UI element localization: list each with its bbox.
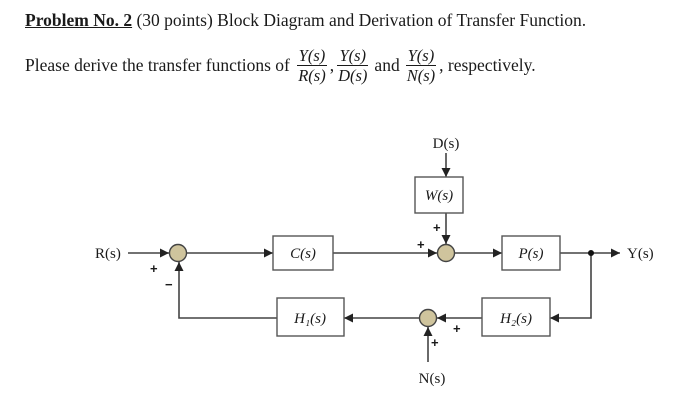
sign-sum2-disturbance: +	[433, 220, 441, 235]
problem-heading: Block Diagram and Derivation of Transfer…	[217, 10, 587, 30]
problem-points: (30 points)	[136, 10, 213, 30]
branch-point	[588, 250, 594, 256]
sign-sum3-feedback: +	[453, 321, 461, 336]
prompt-prefix: Please derive the transfer functions of	[25, 54, 290, 75]
block-c	[272, 235, 334, 271]
comma: ,	[329, 54, 335, 75]
block-w-label: W(s)	[425, 188, 453, 204]
summing-junction-2	[436, 243, 456, 263]
block-h2	[481, 297, 551, 337]
signal-n-label: N(s)	[419, 371, 446, 387]
sign-sum1-input: +	[150, 261, 158, 276]
block-p	[501, 235, 561, 271]
line-branch-to-h2	[550, 253, 592, 323]
problem-number: Problem No. 2	[25, 10, 133, 30]
problem-title: Problem No. 2 (30 points) Block Diagram …	[25, 10, 586, 31]
summing-junction-3	[418, 308, 438, 328]
and-word: and	[374, 54, 400, 75]
block-h1-label: H₁(s)	[293, 311, 326, 327]
sign-sum2-forward: +	[417, 237, 425, 252]
fraction-y-over-r: Y(s) R(s)	[296, 45, 328, 85]
fraction-y-over-n: Y(s) N(s)	[405, 45, 437, 85]
signal-r-label: R(s)	[95, 246, 121, 262]
summing-junction-1	[168, 243, 188, 263]
signal-y-label: Y(s)	[627, 246, 654, 262]
sign-sum1-feedback: −	[165, 277, 173, 292]
block-h2-label: H₂(s)	[499, 311, 532, 327]
prompt-suffix: , respectively.	[439, 54, 536, 75]
sign-sum3-noise: +	[431, 335, 439, 350]
signal-d-label: D(s)	[433, 136, 460, 152]
problem-prompt: Please derive the transfer functions of …	[25, 40, 536, 90]
line-h1-to-sum1	[174, 262, 277, 319]
block-p-label: P(s)	[518, 246, 544, 262]
block-c-label: C(s)	[290, 246, 316, 262]
block-h1	[276, 297, 345, 337]
block-w	[414, 176, 464, 214]
fraction-y-over-d: Y(s) D(s)	[337, 45, 369, 85]
